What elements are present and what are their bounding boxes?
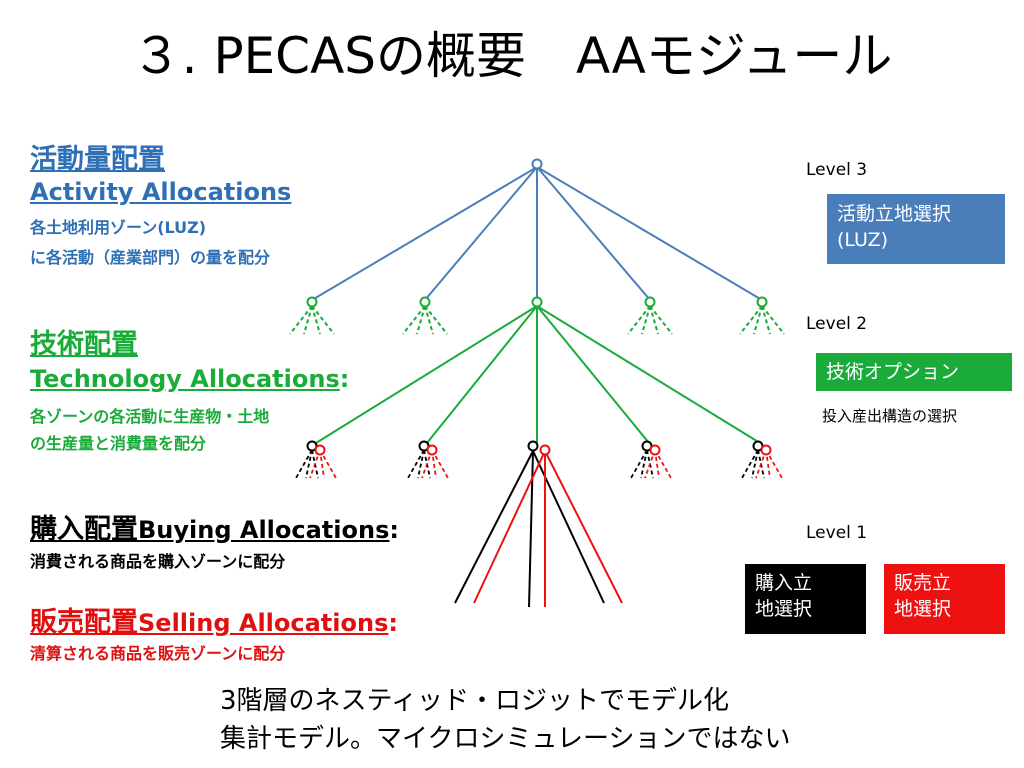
level2-node — [531, 296, 543, 308]
level2-nodes — [306, 296, 768, 308]
activity-heading-jp: 活動量配置 — [30, 144, 165, 175]
level2-node — [756, 296, 768, 308]
technology-heading-en: Technology Allocations: — [30, 365, 349, 393]
selling-desc: 清算される商品を販売ゾーンに配分 — [30, 644, 286, 663]
selling-location-choice-line2: 地選択 — [894, 598, 952, 620]
selling-heading: 販売配置Selling Allocations: — [30, 600, 398, 639]
level1-selling-branches — [473, 450, 623, 607]
buying-heading: 購入配置Buying Allocations: — [30, 507, 399, 546]
activity-desc-line1: 各土地利用ゾーン(LUZ) — [30, 218, 207, 237]
selling-heading-colon: : — [388, 609, 398, 637]
level3-branches — [311, 166, 763, 301]
selling-location-choice-line1: 販売立 — [894, 572, 952, 594]
buying-location-choice-box: 購入立 地選択 — [745, 564, 866, 634]
activity-location-choice-box: 活動立地選択 (LUZ) — [827, 194, 1005, 264]
level2-node — [644, 296, 656, 308]
level3-branch — [311, 166, 538, 301]
technology-heading-colon: : — [339, 365, 350, 393]
level3-branch — [424, 166, 538, 301]
buying-heading-colon: : — [389, 516, 399, 544]
root-node — [531, 158, 543, 170]
activity-heading-en: Activity Allocations — [30, 178, 292, 206]
level2-branches — [315, 305, 761, 444]
selling-heading-jp: 販売配置 — [30, 607, 138, 638]
selling-heading-en: Selling Allocations — [138, 609, 389, 637]
page-title: ３. PECASの概要 AAモジュール — [131, 27, 893, 85]
level1-dashed-stubs — [295, 449, 783, 479]
technology-desc-line1: 各ゾーンの各活動に生産物・土地 — [30, 407, 270, 426]
activity-location-choice-line2: (LUZ) — [837, 229, 889, 251]
buying-heading-en: Buying Allocations — [138, 516, 390, 544]
activity-desc-line2: に各活動（産業部門）の量を配分 — [30, 248, 271, 267]
buying-heading-jp: 購入配置 — [30, 514, 138, 545]
technology-heading-jp: 技術配置 — [30, 329, 138, 360]
technology-option-subtext: 投入産出構造の選択 — [822, 407, 958, 425]
level3-branch — [536, 166, 651, 301]
level1-label: Level 1 — [806, 523, 868, 543]
activity-location-choice-line1: 活動立地選択 — [837, 203, 952, 225]
buying-location-choice-line2: 地選択 — [755, 598, 813, 620]
technology-desc-line2: の生産量と消費量を配分 — [30, 434, 207, 453]
level3-label: Level 3 — [806, 160, 868, 180]
level2-node — [419, 296, 431, 308]
level1-buying-branches — [454, 450, 605, 608]
footer-line2: 集計モデル。マイクロシミュレーションではない — [220, 724, 791, 754]
level2-label: Level 2 — [806, 314, 868, 334]
buying-location-choice-line1: 購入立 — [755, 572, 813, 594]
level3-branch — [536, 166, 763, 301]
footer-line1: 3階層のネスティッド・ロジットでモデル化 — [220, 686, 729, 716]
technology-option-box: 技術オプション — [816, 353, 1012, 391]
technology-heading-en-text: Technology Allocations — [30, 365, 340, 393]
level2-node — [306, 296, 318, 308]
level1-nodes — [306, 440, 772, 456]
buying-desc: 消費される商品を購入ゾーンに配分 — [30, 552, 286, 571]
level2-dashed-stubs — [289, 305, 785, 335]
selling-location-choice-box: 販売立 地選択 — [884, 564, 1005, 634]
